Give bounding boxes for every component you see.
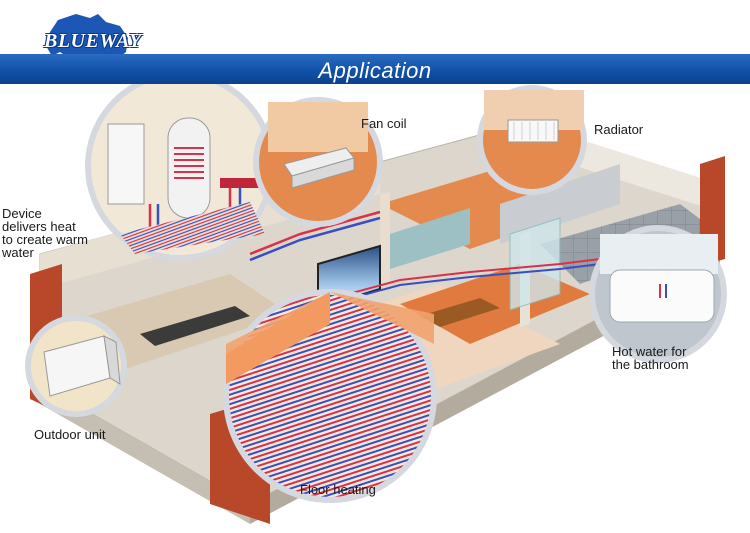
radiator-label: Radiator [594, 122, 644, 137]
blueway-logo [46, 14, 128, 64]
dining-table [420, 298, 500, 327]
radiator-unit [507, 119, 559, 143]
interior-wall-3 [500, 164, 620, 244]
brand-logo-text: BLUEWAY [44, 30, 142, 52]
interior-wall-1 [380, 192, 390, 287]
interior-wall-2 [390, 208, 470, 269]
device-label: Device delivers heat to create warm wate… [2, 206, 88, 260]
australia-map-icon [46, 14, 128, 64]
glass-partition [509, 217, 561, 311]
outdoor-unit-label: Outdoor unit [34, 427, 106, 442]
page-title: Application [318, 58, 432, 83]
water-heater [609, 269, 715, 323]
floor-heating-label: Floor heating [300, 482, 376, 497]
house-floor-side [40, 384, 250, 524]
house-cutaway-illustration [25, 84, 727, 524]
hot-water-label: Hot water for the bathroom [612, 344, 689, 372]
supply-pipe [249, 210, 381, 256]
return-pipe [249, 216, 381, 262]
fan-coil-label: Fan coil [361, 116, 407, 131]
title-banner [0, 54, 750, 84]
manifold [220, 178, 264, 188]
wall-boiler [107, 123, 145, 205]
tank-coil [174, 147, 204, 179]
kitchen-counter [140, 306, 250, 346]
water-tank [167, 117, 211, 219]
